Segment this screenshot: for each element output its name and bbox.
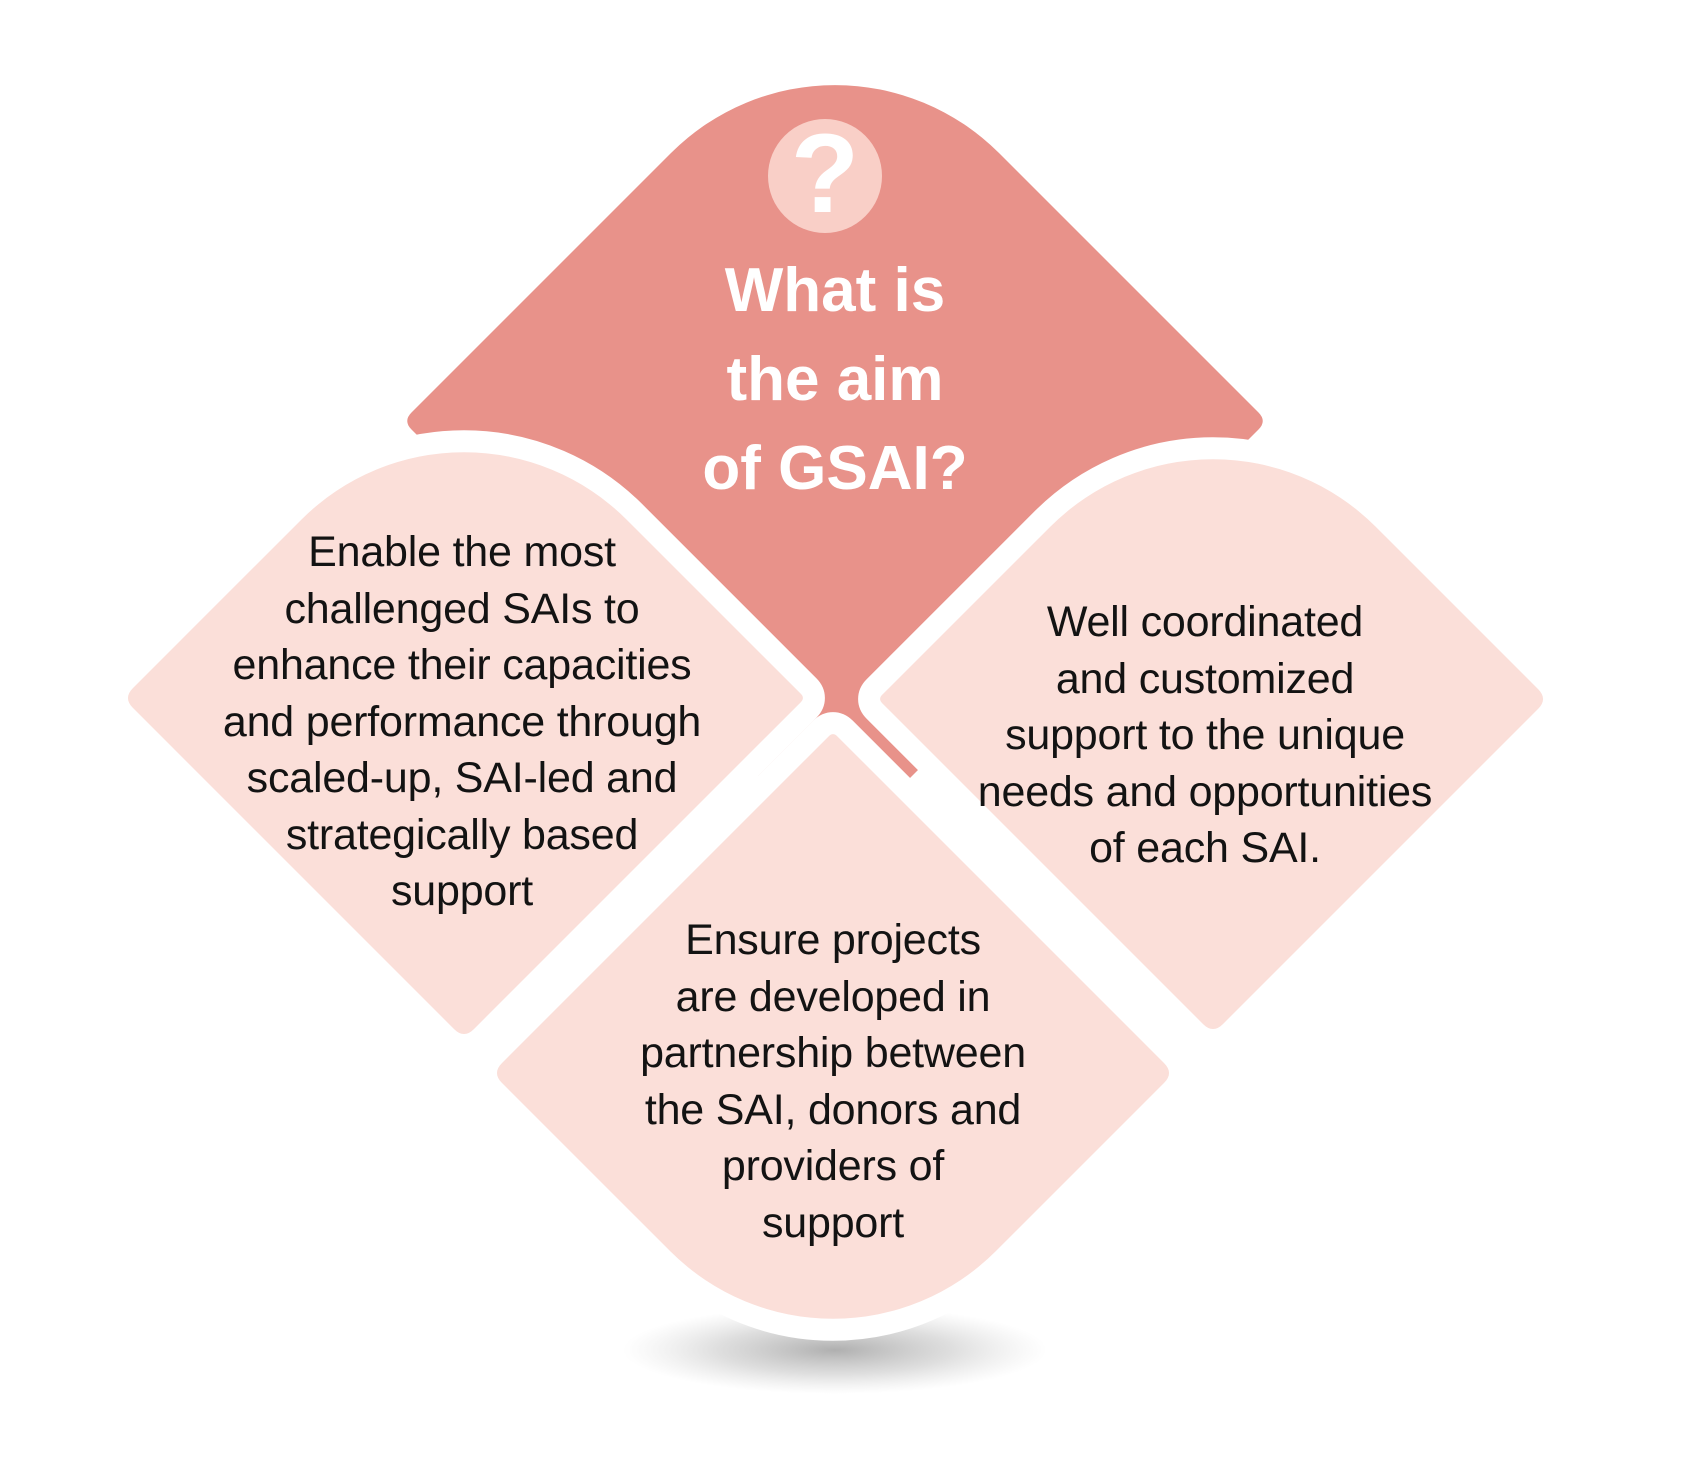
question-mark-glyph: ? [790, 111, 860, 236]
petal-left-text: Enable the most challenged SAIs to enhan… [222, 528, 702, 915]
diagram-title: What is the aim of GSAI? [702, 256, 968, 503]
petal-left-shape [106, 430, 825, 1056]
petal-right-text: Well coordinated and customized support … [977, 598, 1433, 872]
petal-bottom-shape [475, 712, 1191, 1341]
question-mark-icon: ? [768, 111, 882, 236]
petal-bottom-text: Ensure projects are developed in partner… [640, 916, 1026, 1247]
petal-top-shape [407, 85, 1263, 851]
petal-right-shape [858, 437, 1565, 1051]
ground-shadow [623, 1306, 1047, 1394]
